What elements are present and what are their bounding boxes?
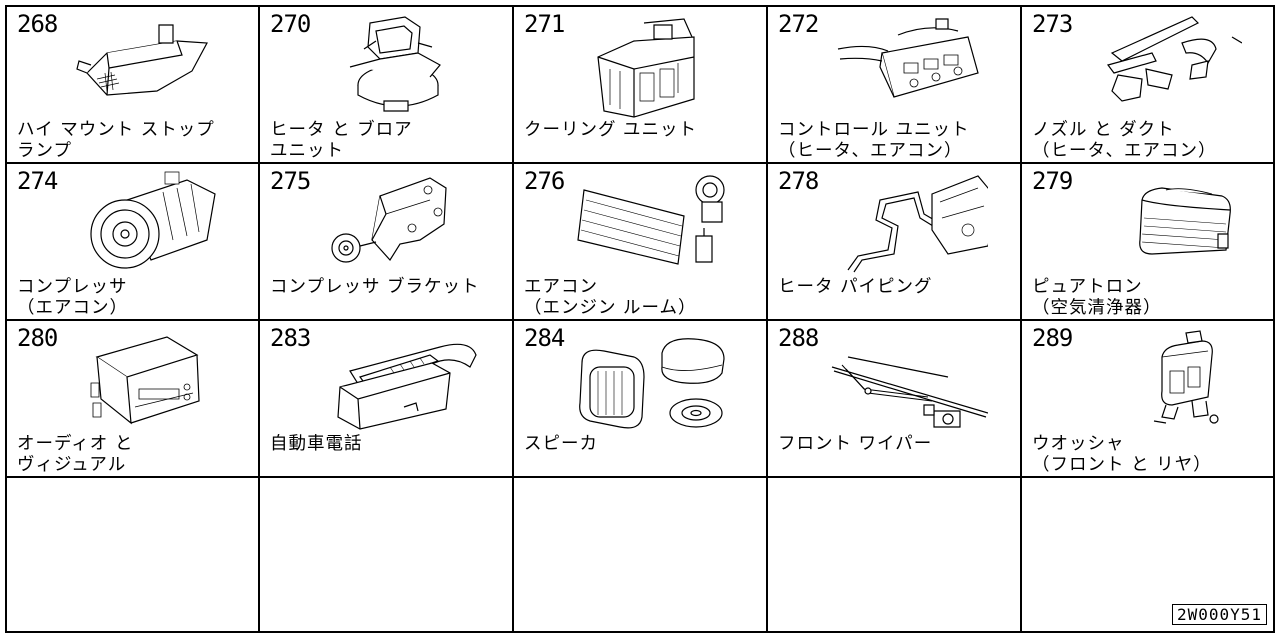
grid-divider [7,319,1273,321]
cell-label: コントロール ユニット（ヒータ、エアコン） [778,120,970,161]
catalog-cell-279[interactable]: 279 ピュアトロン（空気清浄器） [1022,164,1274,320]
catalog-cell-278[interactable]: 278 ヒータ パイピング [768,164,1020,320]
cell-label: エアコン（エンジン ルーム） [524,277,697,318]
audio-unit-icon [67,327,227,433]
empty-cell [7,478,259,634]
cooling-unit-icon [574,13,734,119]
section-number: 276 [524,167,565,195]
grid-divider [7,476,1273,478]
ac-condenser-icon [574,170,734,276]
cell-label: ピュアトロン（空気清浄器） [1032,277,1162,318]
catalog-cell-284[interactable]: 284 スピーカ [514,321,766,477]
cell-label: フロント ワイパー [778,434,933,454]
catalog-cell-268[interactable]: 268 ハイ マウント ストップランプ [7,7,259,163]
speaker-icon [574,327,734,433]
section-number: 268 [17,10,58,38]
empty-cell [260,478,512,634]
heater-piping-icon [828,170,988,276]
cell-label: スピーカ [524,434,598,454]
section-number: 289 [1032,324,1073,352]
empty-cell [514,478,766,634]
catalog-cell-270[interactable]: 270 ヒータ と ブロアユニット [260,7,512,163]
cell-label: コンプレッサ（エアコン） [17,277,128,318]
section-number: 283 [270,324,311,352]
catalog-cell-273[interactable]: 273 ノズル と ダクト（ヒータ、エアコン） [1022,7,1274,163]
high-mount-stop-lamp-icon [67,13,227,119]
nozzle-duct-icon [1082,13,1242,119]
cell-label: ウオッシャ（フロント と リヤ） [1032,434,1212,475]
cell-label: クーリング ユニット [524,120,698,140]
section-number: 280 [17,324,58,352]
section-number: 275 [270,167,311,195]
section-number: 272 [778,10,819,38]
drawing-code: 2W000Y51 [1171,604,1267,625]
catalog-cell-275[interactable]: 275 コンプレッサ ブラケット [260,164,512,320]
section-number: 288 [778,324,819,352]
cell-label: 自動車電話 [270,434,363,454]
section-number: 278 [778,167,819,195]
catalog-cell-271[interactable]: 271 クーリング ユニット [514,7,766,163]
empty-cell [768,478,1020,634]
cell-label: コンプレッサ ブラケット [270,277,480,297]
catalog-cell-288[interactable]: 288 フロント ワイパー [768,321,1020,477]
catalog-cell-276[interactable]: 276 エアコン（エンジン ルーム） [514,164,766,320]
cell-label: ノズル と ダクト（ヒータ、エアコン） [1032,120,1217,161]
cell-label: オーディオ とヴィジュアル [17,434,134,475]
compressor-bracket-icon [320,170,480,276]
air-purifier-icon [1082,170,1242,276]
control-unit-icon [828,13,988,119]
catalog-cell-283[interactable]: 283 自動車電話 [260,321,512,477]
grid-divider [7,162,1273,164]
section-number: 271 [524,10,565,38]
cell-label: ハイ マウント ストップランプ [17,120,215,161]
section-number: 284 [524,324,565,352]
washer-icon [1082,327,1242,433]
section-number: 270 [270,10,311,38]
cell-label: ヒータ パイピング [778,277,933,297]
cell-label: ヒータ と ブロアユニット [270,120,413,161]
parts-catalog-grid: 268 ハイ マウント ストップランプ 270 ヒータ と ブロアユニット 27… [5,5,1275,633]
catalog-cell-280[interactable]: 280 オーディオ とヴィジュアル [7,321,259,477]
section-number: 274 [17,167,58,195]
section-number: 273 [1032,10,1073,38]
car-phone-icon [320,327,480,433]
section-number: 279 [1032,167,1073,195]
catalog-cell-274[interactable]: 274 コンプレッサ（エアコン） [7,164,259,320]
compressor-icon [67,170,227,276]
catalog-cell-289[interactable]: 289 ウオッシャ（フロント と リヤ） [1022,321,1274,477]
front-wiper-icon [828,327,988,433]
catalog-cell-272[interactable]: 272 コントロール ユニット（ヒータ、エアコン） [768,7,1020,163]
heater-blower-unit-icon [320,13,480,119]
